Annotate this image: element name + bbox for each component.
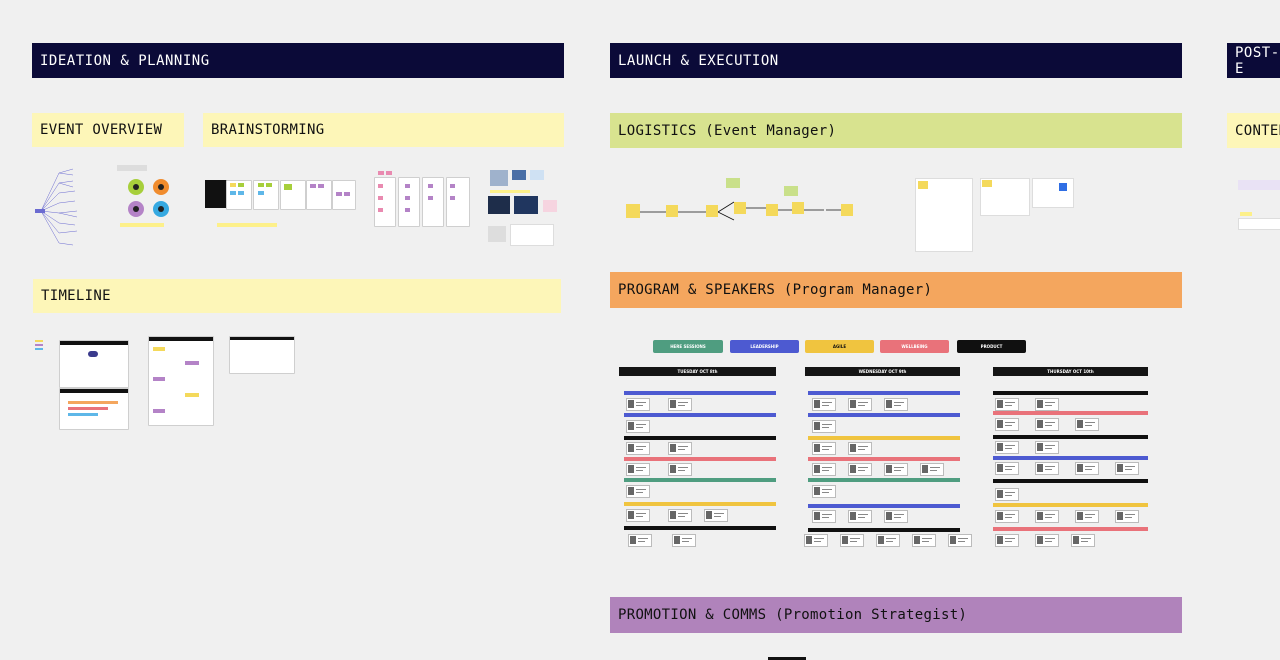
- track-wellbeing[interactable]: WELLBEING: [880, 340, 949, 353]
- speaker-board-2[interactable]: [398, 177, 420, 227]
- week-schedule[interactable]: [148, 336, 214, 426]
- blank-schedule[interactable]: [229, 336, 295, 374]
- ref-image-4[interactable]: [488, 196, 510, 214]
- dropbox-link-card[interactable]: [1032, 178, 1074, 208]
- speaker-board-3[interactable]: [422, 177, 444, 227]
- ref-image-3[interactable]: [530, 170, 544, 180]
- brainstorm-note[interactable]: [217, 223, 277, 227]
- content-thumbnails[interactable]: [1238, 180, 1280, 190]
- ref-image-6[interactable]: [543, 200, 557, 212]
- logistics-document[interactable]: [915, 178, 973, 252]
- speaker-board-1[interactable]: [374, 177, 396, 227]
- ref-image-8[interactable]: [510, 224, 554, 246]
- post-event-header[interactable]: POST-E: [1227, 43, 1280, 78]
- brainstorm-board-dark[interactable]: [205, 180, 227, 208]
- event-overview-label: EVENT OVERVIEW: [40, 122, 163, 138]
- content-note[interactable]: [1240, 212, 1252, 216]
- logistics-section[interactable]: LOGISTICS (Event Manager): [610, 113, 1182, 148]
- mindmap-diagram-icon[interactable]: [33, 163, 103, 248]
- promotion-preview[interactable]: [768, 657, 806, 660]
- content-label: CONTEN: [1235, 122, 1280, 139]
- brainstorming-label: BRAINSTORMING: [211, 122, 325, 138]
- day-thursday[interactable]: THURSDAY OCT 10th: [993, 367, 1148, 376]
- content-section[interactable]: CONTEN: [1227, 113, 1280, 148]
- track-leadership[interactable]: LEADERSHIP: [730, 340, 799, 353]
- program-label: PROGRAM & SPEAKERS (Program Manager): [618, 282, 933, 298]
- timeline-label: TIMELINE: [41, 288, 111, 304]
- promotion-label: PROMOTION & COMMS (Promotion Strategist): [618, 607, 968, 623]
- promotion-section[interactable]: PROMOTION & COMMS (Promotion Strategist): [610, 597, 1182, 633]
- ref-image-7[interactable]: [488, 226, 506, 242]
- track-here-sessions[interactable]: HERE SESSIONS: [653, 340, 723, 353]
- timeline-section[interactable]: TIMELINE: [33, 279, 561, 313]
- event-overview-section[interactable]: EVENT OVERVIEW: [32, 113, 184, 147]
- day-tuesday[interactable]: TUESDAY OCT 8th: [619, 367, 776, 376]
- ref-image-5[interactable]: [514, 196, 538, 214]
- flowchart-diagram-icon[interactable]: [616, 172, 856, 252]
- ref-image-1[interactable]: [490, 170, 508, 186]
- program-section[interactable]: PROGRAM & SPEAKERS (Program Manager): [610, 272, 1182, 308]
- launch-header[interactable]: LAUNCH & EXECUTION: [610, 43, 1182, 78]
- post-event-header-label: POST-E: [1235, 44, 1280, 77]
- track-product[interactable]: PRODUCT: [957, 340, 1026, 353]
- launch-header-label: LAUNCH & EXECUTION: [618, 52, 779, 69]
- ref-note[interactable]: [490, 190, 530, 193]
- roles-note[interactable]: [120, 223, 164, 227]
- calendar-month-2[interactable]: [59, 388, 129, 430]
- roles-text: [117, 165, 147, 171]
- ideation-header-label: IDEATION & PLANNING: [40, 52, 210, 69]
- calendar-month-1[interactable]: [59, 340, 129, 388]
- logistics-label: LOGISTICS (Event Manager): [618, 122, 837, 139]
- logistics-note-card[interactable]: [980, 178, 1030, 216]
- brainstorming-section[interactable]: BRAINSTORMING: [203, 113, 564, 147]
- content-table[interactable]: [1238, 218, 1280, 230]
- day-wednesday[interactable]: WEDNESDAY OCT 9th: [805, 367, 960, 376]
- track-agile[interactable]: AGILE: [805, 340, 874, 353]
- ref-image-2[interactable]: [512, 170, 526, 180]
- ideation-header[interactable]: IDEATION & PLANNING: [32, 43, 564, 78]
- timeline-legend: [35, 340, 43, 354]
- roles-flower-diagram-icon[interactable]: [124, 176, 174, 220]
